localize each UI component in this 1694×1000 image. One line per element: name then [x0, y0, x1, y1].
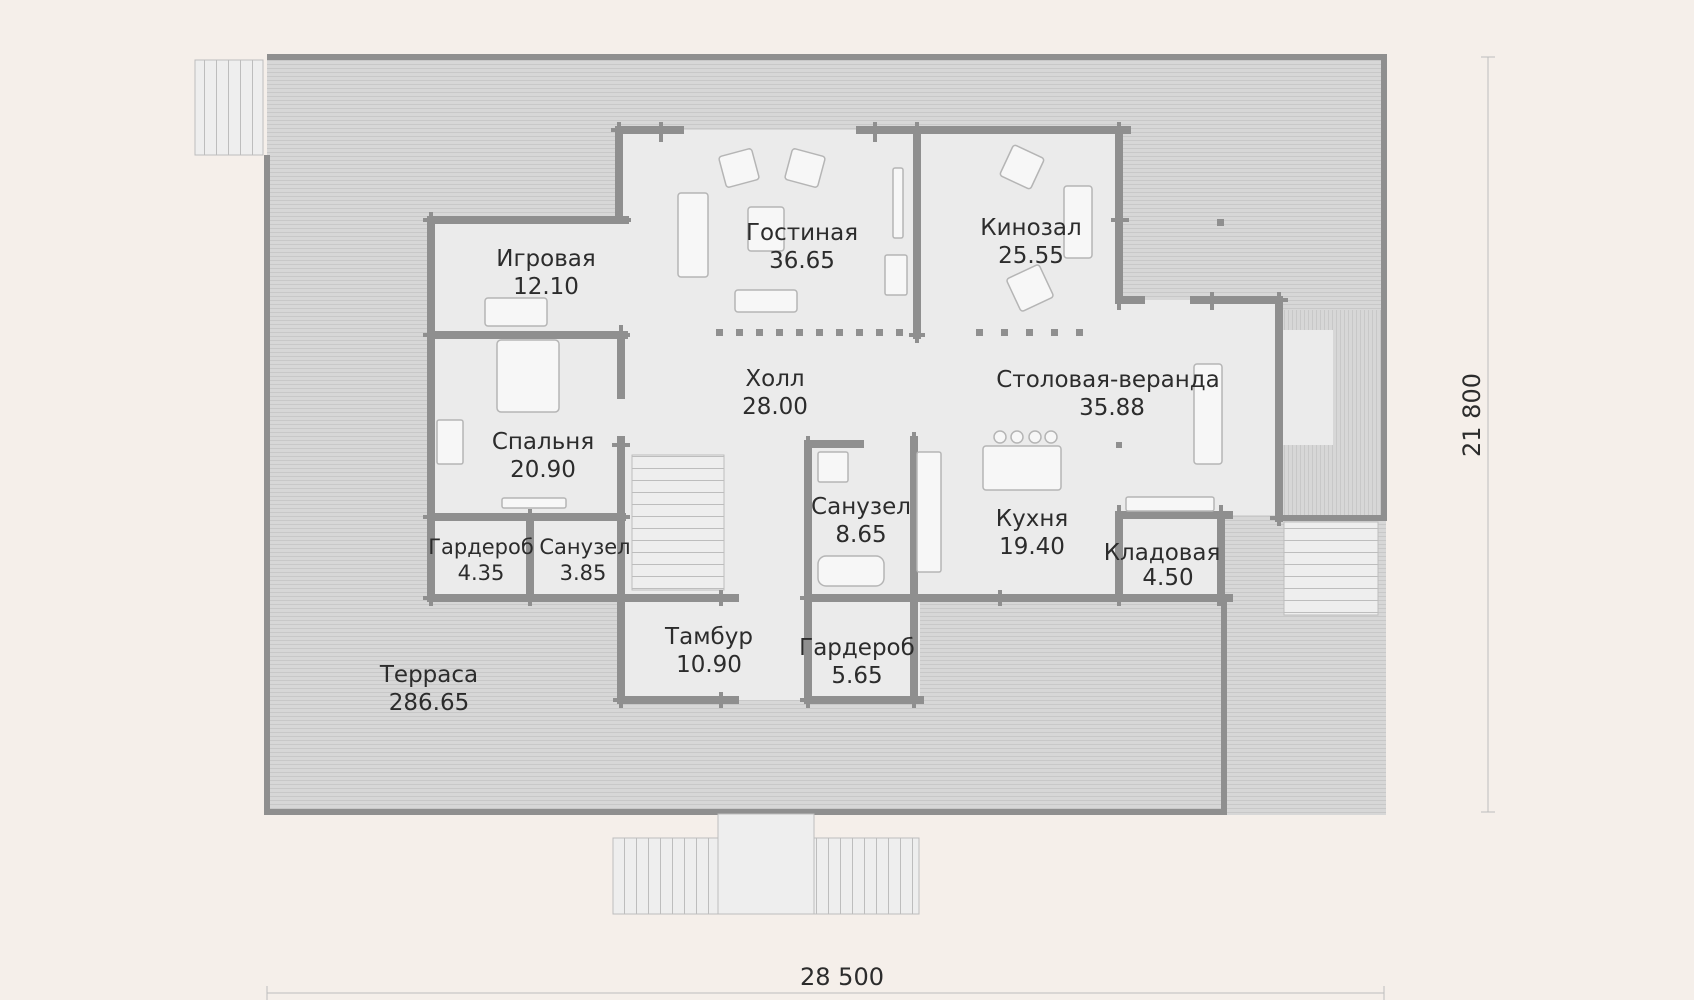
room-kladovaya-area: 4.50 — [1142, 565, 1193, 591]
furniture — [436, 144, 1223, 587]
room-spalnya-name: Спальня — [492, 429, 594, 455]
room-tambur-name: Тамбур — [664, 624, 753, 650]
terrace-outline — [264, 54, 1387, 815]
room-kuhnya-name: Кухня — [996, 506, 1068, 532]
room-holl-area: 28.00 — [742, 394, 808, 420]
room-sanuzel-2-area: 3.85 — [560, 561, 607, 585]
dimension-lines — [266, 56, 1495, 1000]
room-garderob-2-name: Гардероб — [799, 635, 915, 661]
room-kinozal-name: Кинозал — [980, 215, 1081, 241]
divider-dots — [716, 219, 1224, 448]
room-sanuzel-1-name: Санузел — [811, 494, 911, 520]
wall-posts — [423, 122, 1288, 708]
room-igrovaya-area: 12.10 — [513, 274, 579, 300]
room-gostinaya-area: 36.65 — [769, 248, 835, 274]
height-dimension: 21 800 — [1458, 373, 1486, 457]
room-stolovaya-name: Столовая-веранда — [996, 367, 1220, 393]
room-kuhnya-area: 19.40 — [999, 534, 1065, 560]
room-terrasa-name: Терраса — [379, 662, 478, 688]
room-labels: Гостиная 36.65 Кинозал 25.55 Игровая 12.… — [379, 215, 1220, 716]
room-garderob-2-area: 5.65 — [831, 663, 882, 689]
room-garderob-1-name: Гардероб — [428, 535, 534, 559]
width-dimension: 28 500 — [800, 963, 884, 991]
room-sanuzel-1-area: 8.65 — [835, 522, 886, 548]
room-kladovaya-name: Кладовая — [1104, 540, 1221, 566]
room-garderob-1-area: 4.35 — [458, 561, 505, 585]
room-kinozal-area: 25.55 — [998, 243, 1064, 269]
room-stolovaya-area: 35.88 — [1079, 395, 1145, 421]
room-gostinaya-name: Гостиная — [746, 220, 858, 246]
room-holl-name: Холл — [745, 366, 804, 392]
room-sanuzel-2-name: Санузел — [539, 535, 630, 559]
room-spalnya-area: 20.90 — [510, 457, 576, 483]
exterior-stairs — [194, 59, 1379, 915]
room-igrovaya-name: Игровая — [496, 246, 595, 272]
room-terrasa-area: 286.65 — [389, 690, 469, 716]
interior-stair — [631, 454, 725, 591]
room-tambur-area: 10.90 — [676, 652, 742, 678]
